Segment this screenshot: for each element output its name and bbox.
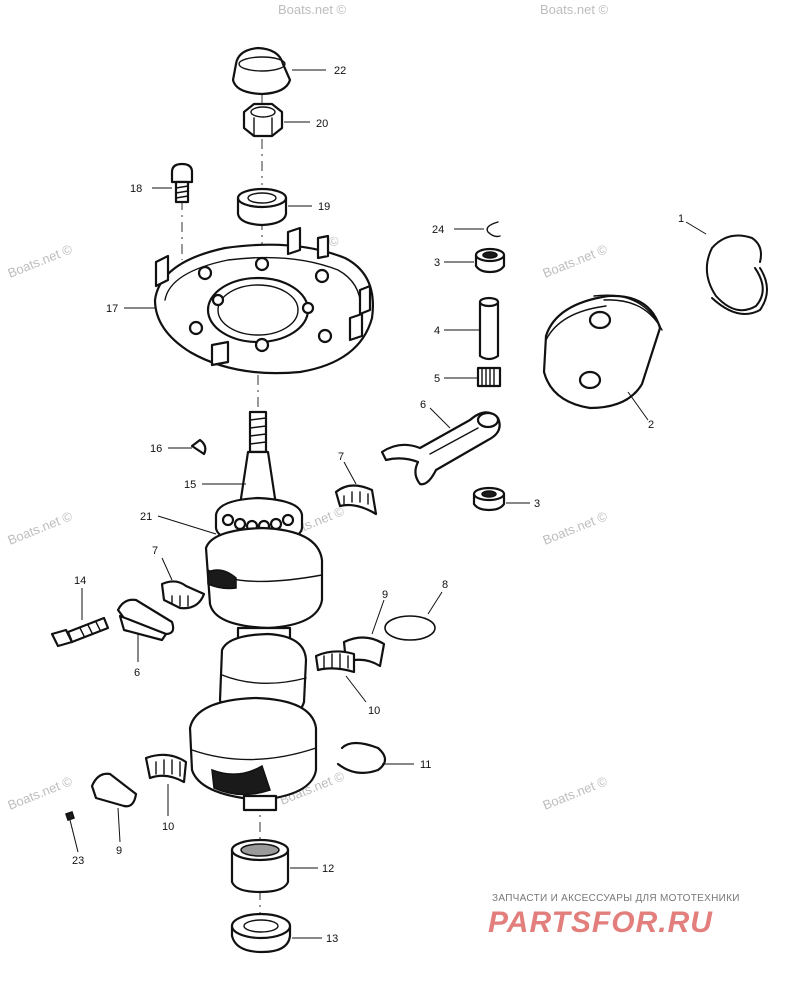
- part-6-connecting-rod: [380, 411, 501, 486]
- callout-5: 5: [434, 373, 440, 385]
- part-10-cage-lower: [144, 753, 188, 784]
- part-14-screw: [50, 616, 110, 648]
- callout-9: 9: [382, 589, 388, 601]
- callout-24: 24: [432, 224, 444, 236]
- callout-18: 18: [130, 183, 142, 195]
- part-8-ring: [384, 615, 436, 641]
- watermark: Boats.net ©: [278, 2, 347, 17]
- branding-tagline: ЗАПЧАСТИ И АКСЕССУАРЫ ДЛЯ МОТОТЕХНИКИ: [492, 893, 740, 904]
- callout-7: 7: [152, 545, 158, 557]
- callout-2: 2: [648, 419, 654, 431]
- part-7-bearing-half-lower: [160, 580, 206, 610]
- part-17-plate: [153, 226, 374, 375]
- watermark: Boats.net ©: [541, 773, 610, 813]
- callout-3: 3: [434, 257, 440, 269]
- watermark: Boats.net ©: [6, 508, 75, 548]
- callout-6: 6: [134, 667, 140, 679]
- part-23-pin: [65, 811, 75, 821]
- part-7-bearing-half-upper: [334, 484, 378, 516]
- part-18-bolt: [170, 162, 194, 204]
- callout-16: 16: [150, 443, 162, 455]
- part-13-seal-ring: [230, 912, 292, 954]
- watermark: Boats.net ©: [6, 241, 75, 281]
- callout-21: 21: [140, 511, 152, 523]
- callout-1: 1: [678, 213, 684, 225]
- part-1-piston-ring: [705, 234, 768, 315]
- callout-4: 4: [434, 325, 440, 337]
- callout-19: 19: [318, 201, 330, 213]
- part-15-crankshaft: [188, 410, 324, 812]
- part-20-nut: [242, 102, 284, 138]
- watermark: Boats.net ©: [6, 773, 75, 813]
- part-6-rod-cap: [116, 598, 175, 642]
- callout-9: 9: [116, 845, 122, 857]
- part-19-seal: [236, 187, 288, 227]
- part-2-piston: [542, 294, 663, 410]
- watermark: Boats.net ©: [541, 508, 610, 548]
- callout-10: 10: [368, 705, 380, 717]
- callout-6: 6: [420, 399, 426, 411]
- callout-3: 3: [534, 498, 540, 510]
- callout-15: 15: [184, 479, 196, 491]
- callout-labels: 22 20 18 19 24 1 3 17 4 5 2 6 16 15 7 3 …: [72, 65, 684, 945]
- leader-lines: [69, 69, 707, 939]
- callout-7: 7: [338, 451, 344, 463]
- part-10-cage-upper: [314, 650, 356, 674]
- watermark: Boats.net ©: [541, 241, 610, 281]
- watermark: Boats.net ©: [540, 2, 609, 17]
- part-16-key: [190, 438, 207, 456]
- part-4-wrist-pin: [478, 296, 500, 361]
- callout-8: 8: [442, 579, 448, 591]
- part-9-sleeve-lower: [90, 772, 138, 808]
- callout-12: 12: [322, 863, 334, 875]
- callout-13: 13: [326, 933, 338, 945]
- part-3-washer-lower: [472, 486, 506, 512]
- callout-10: 10: [162, 821, 174, 833]
- callout-20: 20: [316, 118, 328, 130]
- part-11-circlip: [336, 741, 387, 775]
- part-24-clip: [486, 221, 501, 238]
- watermarks: Boats.net © Boats.net © Boats.net © Boat…: [6, 2, 610, 813]
- part-5-needle-bearing: [476, 366, 502, 388]
- part-12-roller-bearing: [230, 838, 290, 894]
- part-3-washer-upper: [474, 247, 506, 274]
- callout-22: 22: [334, 65, 346, 77]
- callout-23: 23: [72, 855, 84, 867]
- callout-11: 11: [420, 759, 431, 771]
- callout-17: 17: [106, 303, 118, 315]
- part-22-cap: [231, 46, 292, 96]
- callout-14: 14: [74, 575, 86, 587]
- branding-logo[interactable]: PARTSFOR.RU: [488, 906, 713, 939]
